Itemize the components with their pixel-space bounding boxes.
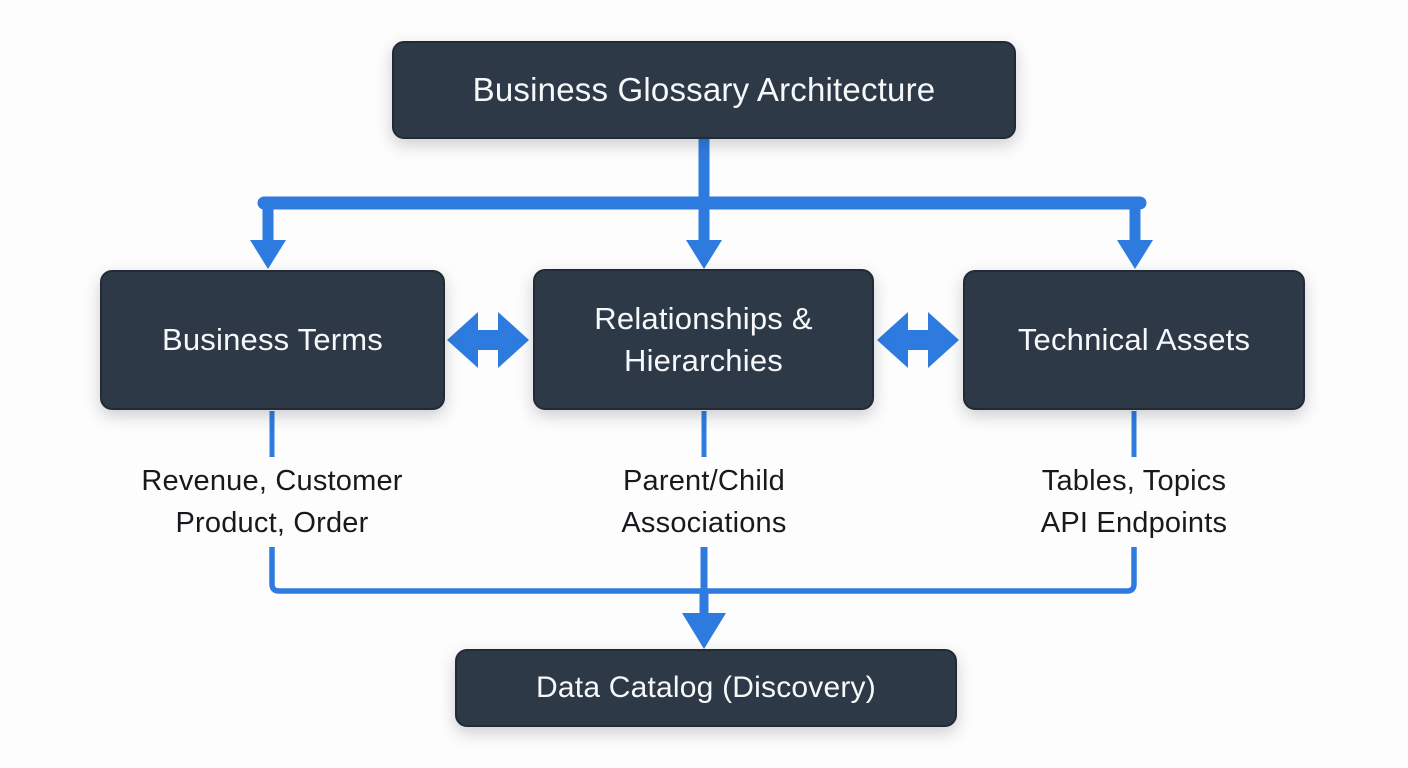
- detail-line: Parent/Child: [623, 465, 785, 497]
- node-label: Data Catalog (Discovery): [536, 670, 876, 704]
- detail-line: Associations: [621, 507, 787, 539]
- node-label: Business Glossary Architecture: [472, 70, 936, 108]
- detail-line: API Endpoints: [1040, 507, 1228, 539]
- detail-line: Product, Order: [175, 507, 369, 539]
- detail-line: Revenue, Customer: [141, 465, 403, 497]
- arrowhead-down-business-terms-icon: [250, 240, 286, 269]
- detail-relationships: Parent/Child Associations: [514, 460, 894, 544]
- bidirectional-arrow-left-icon: [447, 312, 529, 368]
- bidirectional-arrow-right-icon: [877, 312, 959, 368]
- detail-technical-assets: Tables, Topics API Endpoints: [944, 460, 1324, 544]
- arrowhead-down-technical-assets-icon: [1117, 240, 1153, 269]
- node-label: Relationships & Hierarchies: [594, 300, 813, 378]
- node-business-terms: Business Terms: [100, 270, 445, 410]
- arrowhead-down-relationships-icon: [686, 240, 722, 269]
- detail-line: Tables, Topics: [1041, 465, 1227, 497]
- node-label: Business Terms: [161, 322, 384, 358]
- arrowhead-down-data-catalog-icon: [682, 613, 726, 649]
- node-label: Technical Assets: [1017, 322, 1251, 358]
- node-relationships-hierarchies: Relationships & Hierarchies: [533, 269, 874, 410]
- node-business-glossary-architecture: Business Glossary Architecture: [392, 41, 1016, 139]
- detail-business-terms: Revenue, Customer Product, Order: [82, 460, 462, 544]
- node-data-catalog: Data Catalog (Discovery): [455, 649, 957, 727]
- node-technical-assets: Technical Assets: [963, 270, 1305, 410]
